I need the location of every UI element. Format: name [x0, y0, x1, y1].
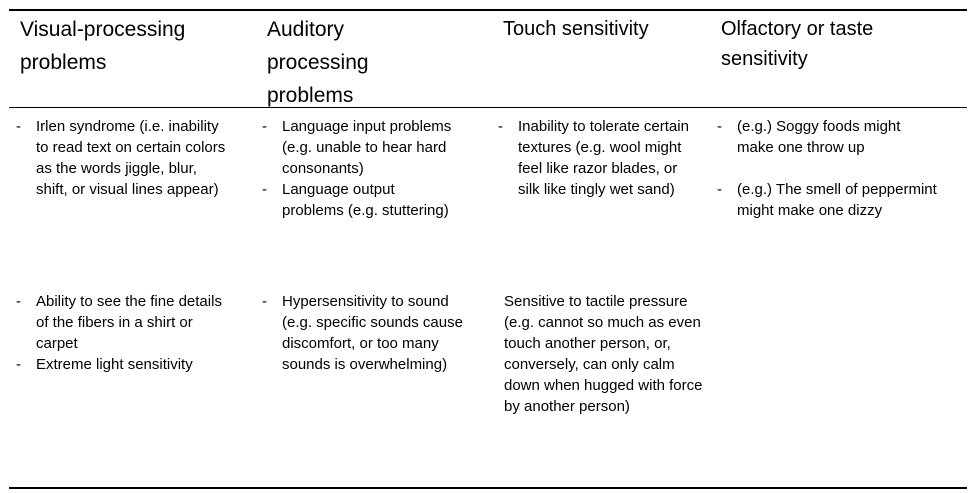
table-bottom-rule	[9, 487, 967, 489]
row1-auditory-cell: -Language input problems (e.g. unable to…	[262, 116, 452, 221]
list-item: -Language output problems (e.g. stutteri…	[262, 179, 452, 221]
bullet-dash: -	[262, 118, 267, 135]
item-text: Language input problems (e.g. unable to …	[282, 118, 452, 177]
item-text: Extreme light sensitivity	[36, 356, 193, 373]
bullet-dash: -	[498, 118, 503, 135]
item-text: Language output problems (e.g. stutterin…	[282, 181, 449, 219]
header-olfactory-taste: Olfactory or taste sensitivity	[721, 18, 874, 70]
list-item: -(e.g.) The smell of peppermint might ma…	[717, 179, 939, 221]
bullet-dash: -	[262, 181, 267, 198]
list-item: -Extreme light sensitivity	[16, 354, 231, 375]
list-item: -Ability to see the fine details of the …	[16, 291, 231, 354]
bullet-dash: -	[16, 118, 21, 135]
bullet-dash: -	[16, 293, 21, 310]
item-text: Ability to see the fine details of the f…	[36, 293, 222, 352]
row1-visual-cell: -Irlen syndrome (i.e. inability to read …	[16, 116, 231, 200]
bullet-dash: -	[717, 181, 722, 198]
row2-touch-cell: Sensitive to tactile pressure (e.g. cann…	[504, 291, 704, 417]
bullet-dash: -	[717, 118, 722, 135]
list-item: -Language input problems (e.g. unable to…	[262, 116, 452, 179]
table-top-rule	[9, 9, 967, 11]
list-item: -Irlen syndrome (i.e. inability to read …	[16, 116, 231, 200]
item-text: Hypersensitivity to sound (e.g. specific…	[282, 293, 463, 373]
row2-auditory-cell: -Hypersensitivity to sound (e.g. specifi…	[262, 291, 477, 375]
item-text: (e.g.) Soggy foods might make one throw …	[737, 118, 901, 156]
row1-touch-cell: -Inability to tolerate certain textures …	[498, 116, 698, 200]
list-item: -(e.g.) Soggy foods might make one throw…	[717, 116, 939, 158]
item-text: Sensitive to tactile pressure (e.g. cann…	[504, 293, 703, 415]
item-text: Inability to tolerate certain textures (…	[518, 118, 689, 198]
header-auditory-processing: Auditory processing problems	[267, 18, 369, 107]
header-visual-processing: Visual-processing problems	[20, 18, 186, 74]
header-rule	[9, 107, 967, 108]
list-item: -Hypersensitivity to sound (e.g. specifi…	[262, 291, 477, 375]
bullet-dash: -	[16, 356, 21, 373]
bullet-dash: -	[262, 293, 267, 310]
item-text: Irlen syndrome (i.e. inability to read t…	[36, 118, 226, 198]
row2-visual-cell: -Ability to see the fine details of the …	[16, 291, 231, 375]
list-item: -Inability to tolerate certain textures …	[498, 116, 698, 200]
item-text: (e.g.) The smell of peppermint might mak…	[737, 181, 937, 219]
row1-olfactory-cell: -(e.g.) Soggy foods might make one throw…	[717, 116, 939, 221]
list-item: Sensitive to tactile pressure (e.g. cann…	[504, 291, 704, 417]
header-touch-sensitivity: Touch sensitivity	[503, 18, 649, 40]
